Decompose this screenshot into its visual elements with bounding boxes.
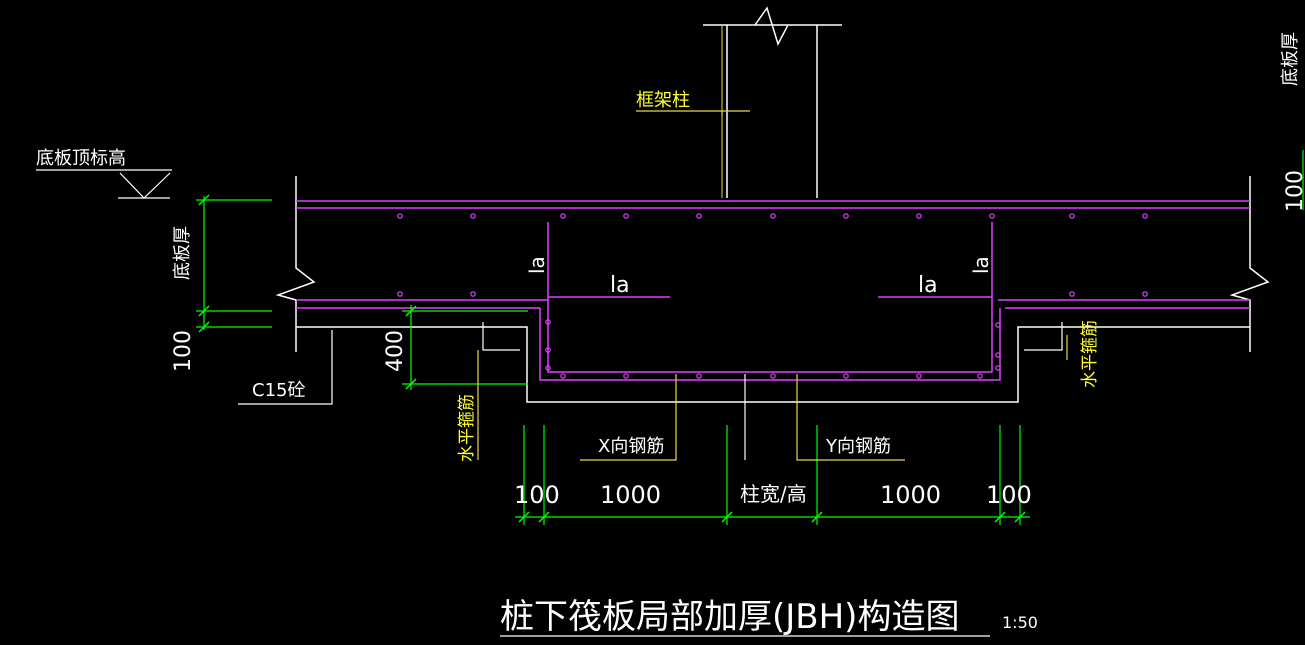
label-x-rebar: X向钢筋 [598,436,664,457]
label-slab-thickness-left: 底板厚 [172,226,193,280]
label-y-rebar: Y向钢筋 [825,436,891,457]
rebar-lines [296,200,1250,381]
rebar-dot [1142,291,1148,297]
label-horizontal-stirrup-left: 水平箍筋 [457,394,477,462]
dimension-ticks [198,194,1026,523]
label-la-vertical-right: la [969,256,993,274]
rebar-dot [916,373,922,379]
cushion-outline [482,322,1063,351]
rebar-dot [1069,213,1075,219]
rebar-dot [995,352,1001,358]
dim-bottom-column: 柱宽/高 [740,482,807,506]
rebar-dot [470,213,476,219]
rebar-dot [623,373,629,379]
dim-left-400: 400 [383,330,408,372]
drawing-title: 桩下筏板局部加厚(JBH)构造图 [500,597,959,637]
label-slab-thickness-right: 底板厚 [1280,32,1301,86]
rebar-dot [545,365,551,371]
rebar-dot [977,373,983,379]
rebar-dot [843,373,849,379]
column-break-mark [754,6,789,46]
rebar-dot [397,213,403,219]
label-la-vertical-left: la [525,256,549,274]
rebar-dot [560,373,566,379]
rebar-dot [470,291,476,297]
label-horizontal-stirrup-right: 水平箍筋 [1080,320,1100,388]
rebar-dot [545,319,551,325]
slab-outline [275,176,1270,403]
rebar-dot [843,213,849,219]
rebar-dot [1142,213,1148,219]
dim-bottom-right-1000: 1000 [880,481,941,509]
rebar-dot [989,213,995,219]
rebar-dot [397,291,403,297]
dim-bottom-right-100: 100 [986,481,1032,509]
dim-right-100: 100 [1283,170,1305,212]
dim-bottom-left-100: 100 [514,481,560,509]
label-la-horizontal-left: la [610,273,630,298]
leader-lines [477,110,1068,461]
label-column: 框架柱 [636,90,690,111]
rebar-dot [995,322,1001,328]
drawing-scale: 1:50 [1002,613,1038,632]
white-leaders [36,169,990,637]
rebar-dot [623,213,629,219]
rebar-dot [696,373,702,379]
rebar-dot [995,365,1001,371]
rebar-dot [545,347,551,353]
label-slab-top-elevation: 底板顶标高 [36,148,126,169]
dim-bottom-left-1000: 1000 [600,481,661,509]
rebar-dots [397,213,1148,379]
rebar-dot [770,373,776,379]
rebar-dot [696,213,702,219]
rebar-dot [560,213,566,219]
label-la-horizontal-right: la [918,273,938,298]
rebar-dot [770,213,776,219]
rebar-dot [916,213,922,219]
rebar-dot [1069,291,1075,297]
label-c15: C15砼 [252,380,305,401]
dimension-lines [196,150,1304,525]
dim-left-100: 100 [171,330,196,372]
